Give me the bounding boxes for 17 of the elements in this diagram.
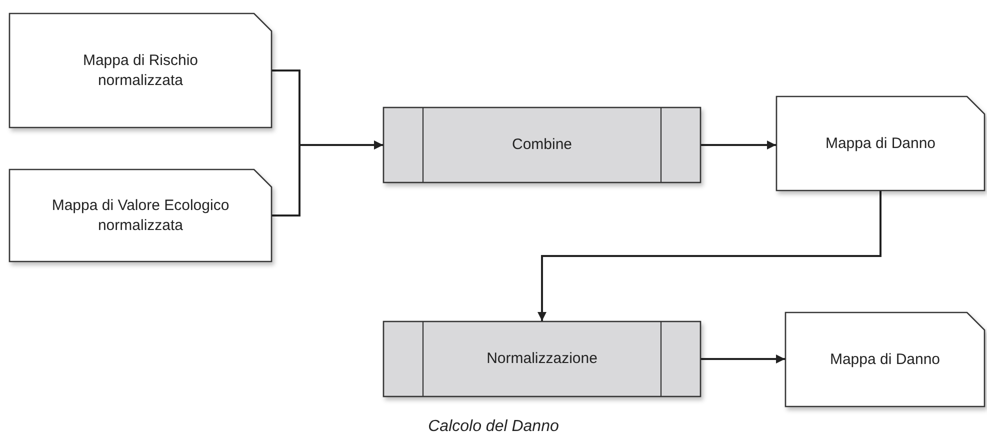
node-label: Combine [512, 135, 572, 155]
node-label: Mappa di Valore Ecologico normalizzata [50, 196, 230, 236]
document-shape [785, 312, 985, 407]
node-label: Mappa di Rischio normalizzata [82, 50, 200, 90]
process-box [383, 107, 701, 183]
arrow [272, 140, 383, 216]
arrow [701, 140, 776, 150]
document-shape [9, 169, 272, 262]
arrow [538, 191, 882, 321]
node-label: Mappa di Danno [824, 134, 937, 154]
process-box [383, 321, 701, 397]
node-label: Normalizzazione [486, 349, 598, 369]
arrow [701, 354, 785, 364]
document-shape [776, 96, 985, 191]
caption: Calcolo del Danno [428, 418, 559, 436]
node-label: Mappa di Danno [828, 350, 942, 370]
document-shape [9, 13, 272, 128]
